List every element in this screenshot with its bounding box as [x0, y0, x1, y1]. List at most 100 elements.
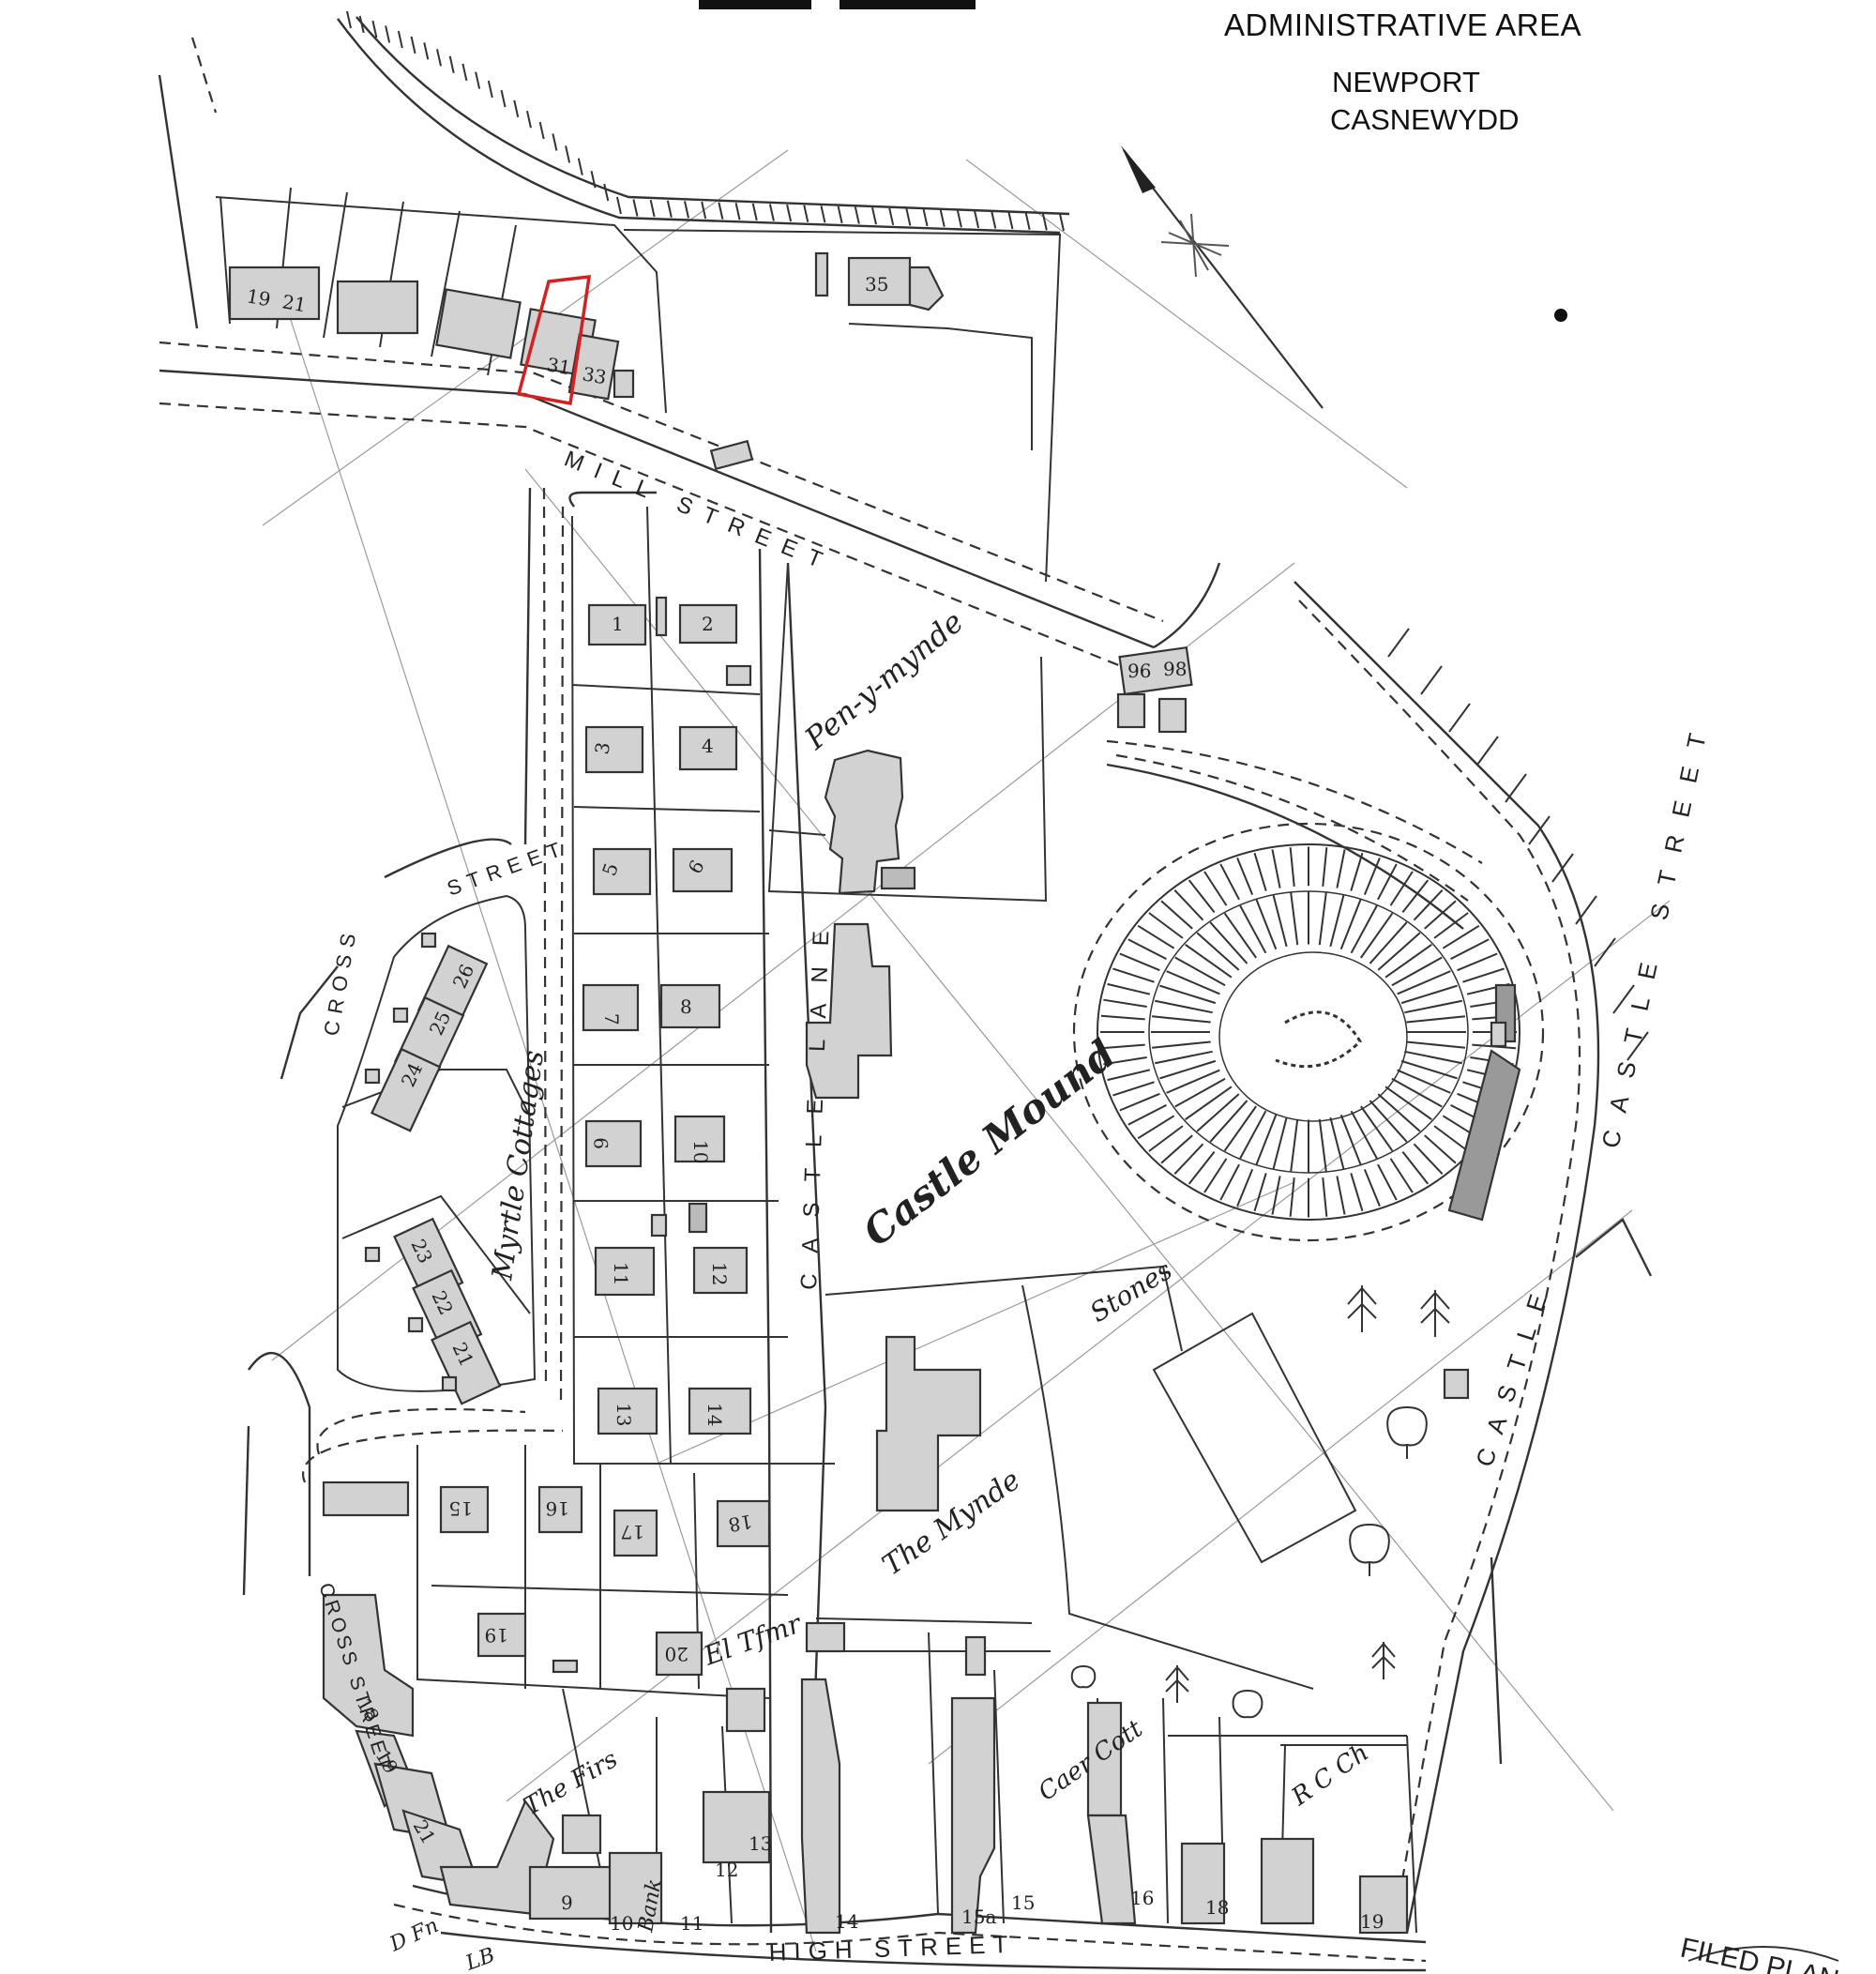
embankment-hachure: [905, 208, 912, 226]
mound-hachure: [1406, 1015, 1466, 1024]
embankment-hachure: [871, 206, 877, 225]
mound-hachure: [1318, 892, 1327, 946]
mound-hachure: [1360, 1105, 1394, 1152]
mound-hachure: [1424, 1134, 1457, 1164]
boundary-tick: [1551, 853, 1574, 883]
mound-hachure: [1236, 857, 1254, 896]
boundary-tick: [1476, 736, 1499, 766]
scale-bar: [699, 0, 985, 9]
mound-hachure: [1159, 984, 1217, 1005]
castle-mound: [1072, 822, 1545, 1242]
embankment-hachure: [684, 201, 689, 219]
mound-hachure: [1272, 894, 1288, 948]
house-number: 17: [621, 1521, 644, 1543]
deciduous-tree-icon: [1386, 1405, 1428, 1459]
mound-hachure: [1462, 967, 1505, 983]
house-number: 15a: [961, 1906, 996, 1928]
embankment-hachure: [603, 183, 610, 202]
conifer-icon: [1420, 1290, 1450, 1337]
mound-hachure: [1289, 1177, 1295, 1217]
house-5: [592, 847, 652, 896]
embankment-hachure: [500, 89, 507, 108]
house-number: 19: [485, 1624, 508, 1647]
deciduous-tree-icon: [1349, 1523, 1390, 1576]
castle-mound-label: Castle Mound: [855, 1031, 1124, 1255]
embankment-hachure: [734, 203, 741, 220]
area-name-english: NEWPORT: [1332, 66, 1480, 99]
mound-hachure: [1100, 1014, 1145, 1021]
house-2: [678, 603, 738, 645]
house-number: 3: [590, 740, 614, 756]
mound-hachure: [1103, 1056, 1147, 1066]
house-number: 13: [613, 1403, 635, 1426]
deciduous-tree-icon: [1070, 1664, 1097, 1689]
mound-hachure: [1255, 899, 1278, 950]
house-number: 14: [704, 1403, 726, 1426]
embankment-hachure: [718, 202, 724, 220]
house-9: [584, 1119, 643, 1168]
mound-hachure: [1384, 1086, 1432, 1121]
mound-hachure: [1107, 982, 1151, 995]
house-number: 1: [612, 613, 624, 635]
house-19-21: [228, 266, 321, 321]
house-number: 18: [1205, 1896, 1229, 1919]
house-number: 15: [449, 1497, 473, 1520]
mound-hachure: [1151, 1040, 1211, 1049]
mound-hachure: [1112, 1081, 1155, 1097]
mound-hachure: [1406, 1040, 1466, 1049]
house-17: [613, 1509, 658, 1557]
embankment-hachure: [615, 196, 622, 215]
myrtle-cottages-label: Myrtle Cottages: [486, 1048, 551, 1283]
mound-hachure: [1137, 1115, 1175, 1140]
house-number: 4: [702, 735, 714, 757]
embankment-hachure: [385, 25, 391, 43]
house-number: 33: [581, 362, 608, 388]
house-19: [477, 1612, 527, 1658]
mound-hachure: [1369, 1100, 1408, 1143]
mound-hachure: [1119, 1092, 1160, 1112]
embankment-hachure: [1059, 213, 1065, 232]
mound-hachure: [1322, 1177, 1328, 1217]
mound-hachure: [1391, 956, 1443, 987]
mound-hachure: [1389, 1158, 1414, 1193]
buildings: [228, 251, 1521, 1935]
mound-hachure: [1219, 863, 1240, 901]
mound-hachure: [1289, 847, 1295, 887]
conifer-icon: [1165, 1665, 1189, 1703]
castle-lane-label: CASTLE LANE: [796, 910, 835, 1290]
pen-y-mynde-label: Pen-y-mynde: [797, 603, 970, 756]
house-11: [594, 1246, 656, 1297]
mound-hachure: [1363, 1168, 1381, 1207]
mound-hachure: [1219, 1163, 1240, 1201]
mound-hachure: [1329, 894, 1345, 948]
embankment-hachure: [436, 49, 442, 67]
mound-hachure: [1223, 1105, 1257, 1152]
mound-hachure: [1391, 1077, 1443, 1108]
mound-hachure: [1318, 1118, 1327, 1172]
mound-hachure: [1103, 998, 1147, 1008]
house-number: 21: [280, 290, 308, 316]
mound-hachure: [1377, 863, 1398, 901]
embankment-hachure: [513, 99, 520, 118]
mound-hachure: [1185, 943, 1233, 979]
north-arrow-icon: [1121, 145, 1567, 409]
embankment-hachure: [397, 30, 403, 49]
mound-hachure: [1369, 921, 1408, 964]
boundary-tick: [1528, 815, 1551, 845]
embankment-hachure: [837, 205, 843, 224]
mound-hachure: [1350, 1110, 1378, 1160]
house-number: 8: [680, 995, 692, 1018]
high-street-label: HIGH STREET: [768, 1930, 1016, 1966]
house-number: 10: [610, 1912, 633, 1935]
mound-hachure: [1290, 892, 1299, 946]
mound-hachure: [1160, 900, 1193, 930]
castle-street-upper-label: CASTLE STREET: [1596, 712, 1716, 1150]
filed-plan-stamp: FILED PLAN: [1678, 1933, 1842, 1974]
embankment-hachure: [974, 210, 980, 229]
mound-hachure: [1137, 924, 1175, 949]
house-number: 16: [1130, 1887, 1154, 1909]
mound-hachure: [1404, 999, 1462, 1014]
mound-hachure: [1188, 1150, 1216, 1185]
mound-hachure: [1433, 1125, 1469, 1152]
mound-hachure: [1272, 1116, 1288, 1170]
